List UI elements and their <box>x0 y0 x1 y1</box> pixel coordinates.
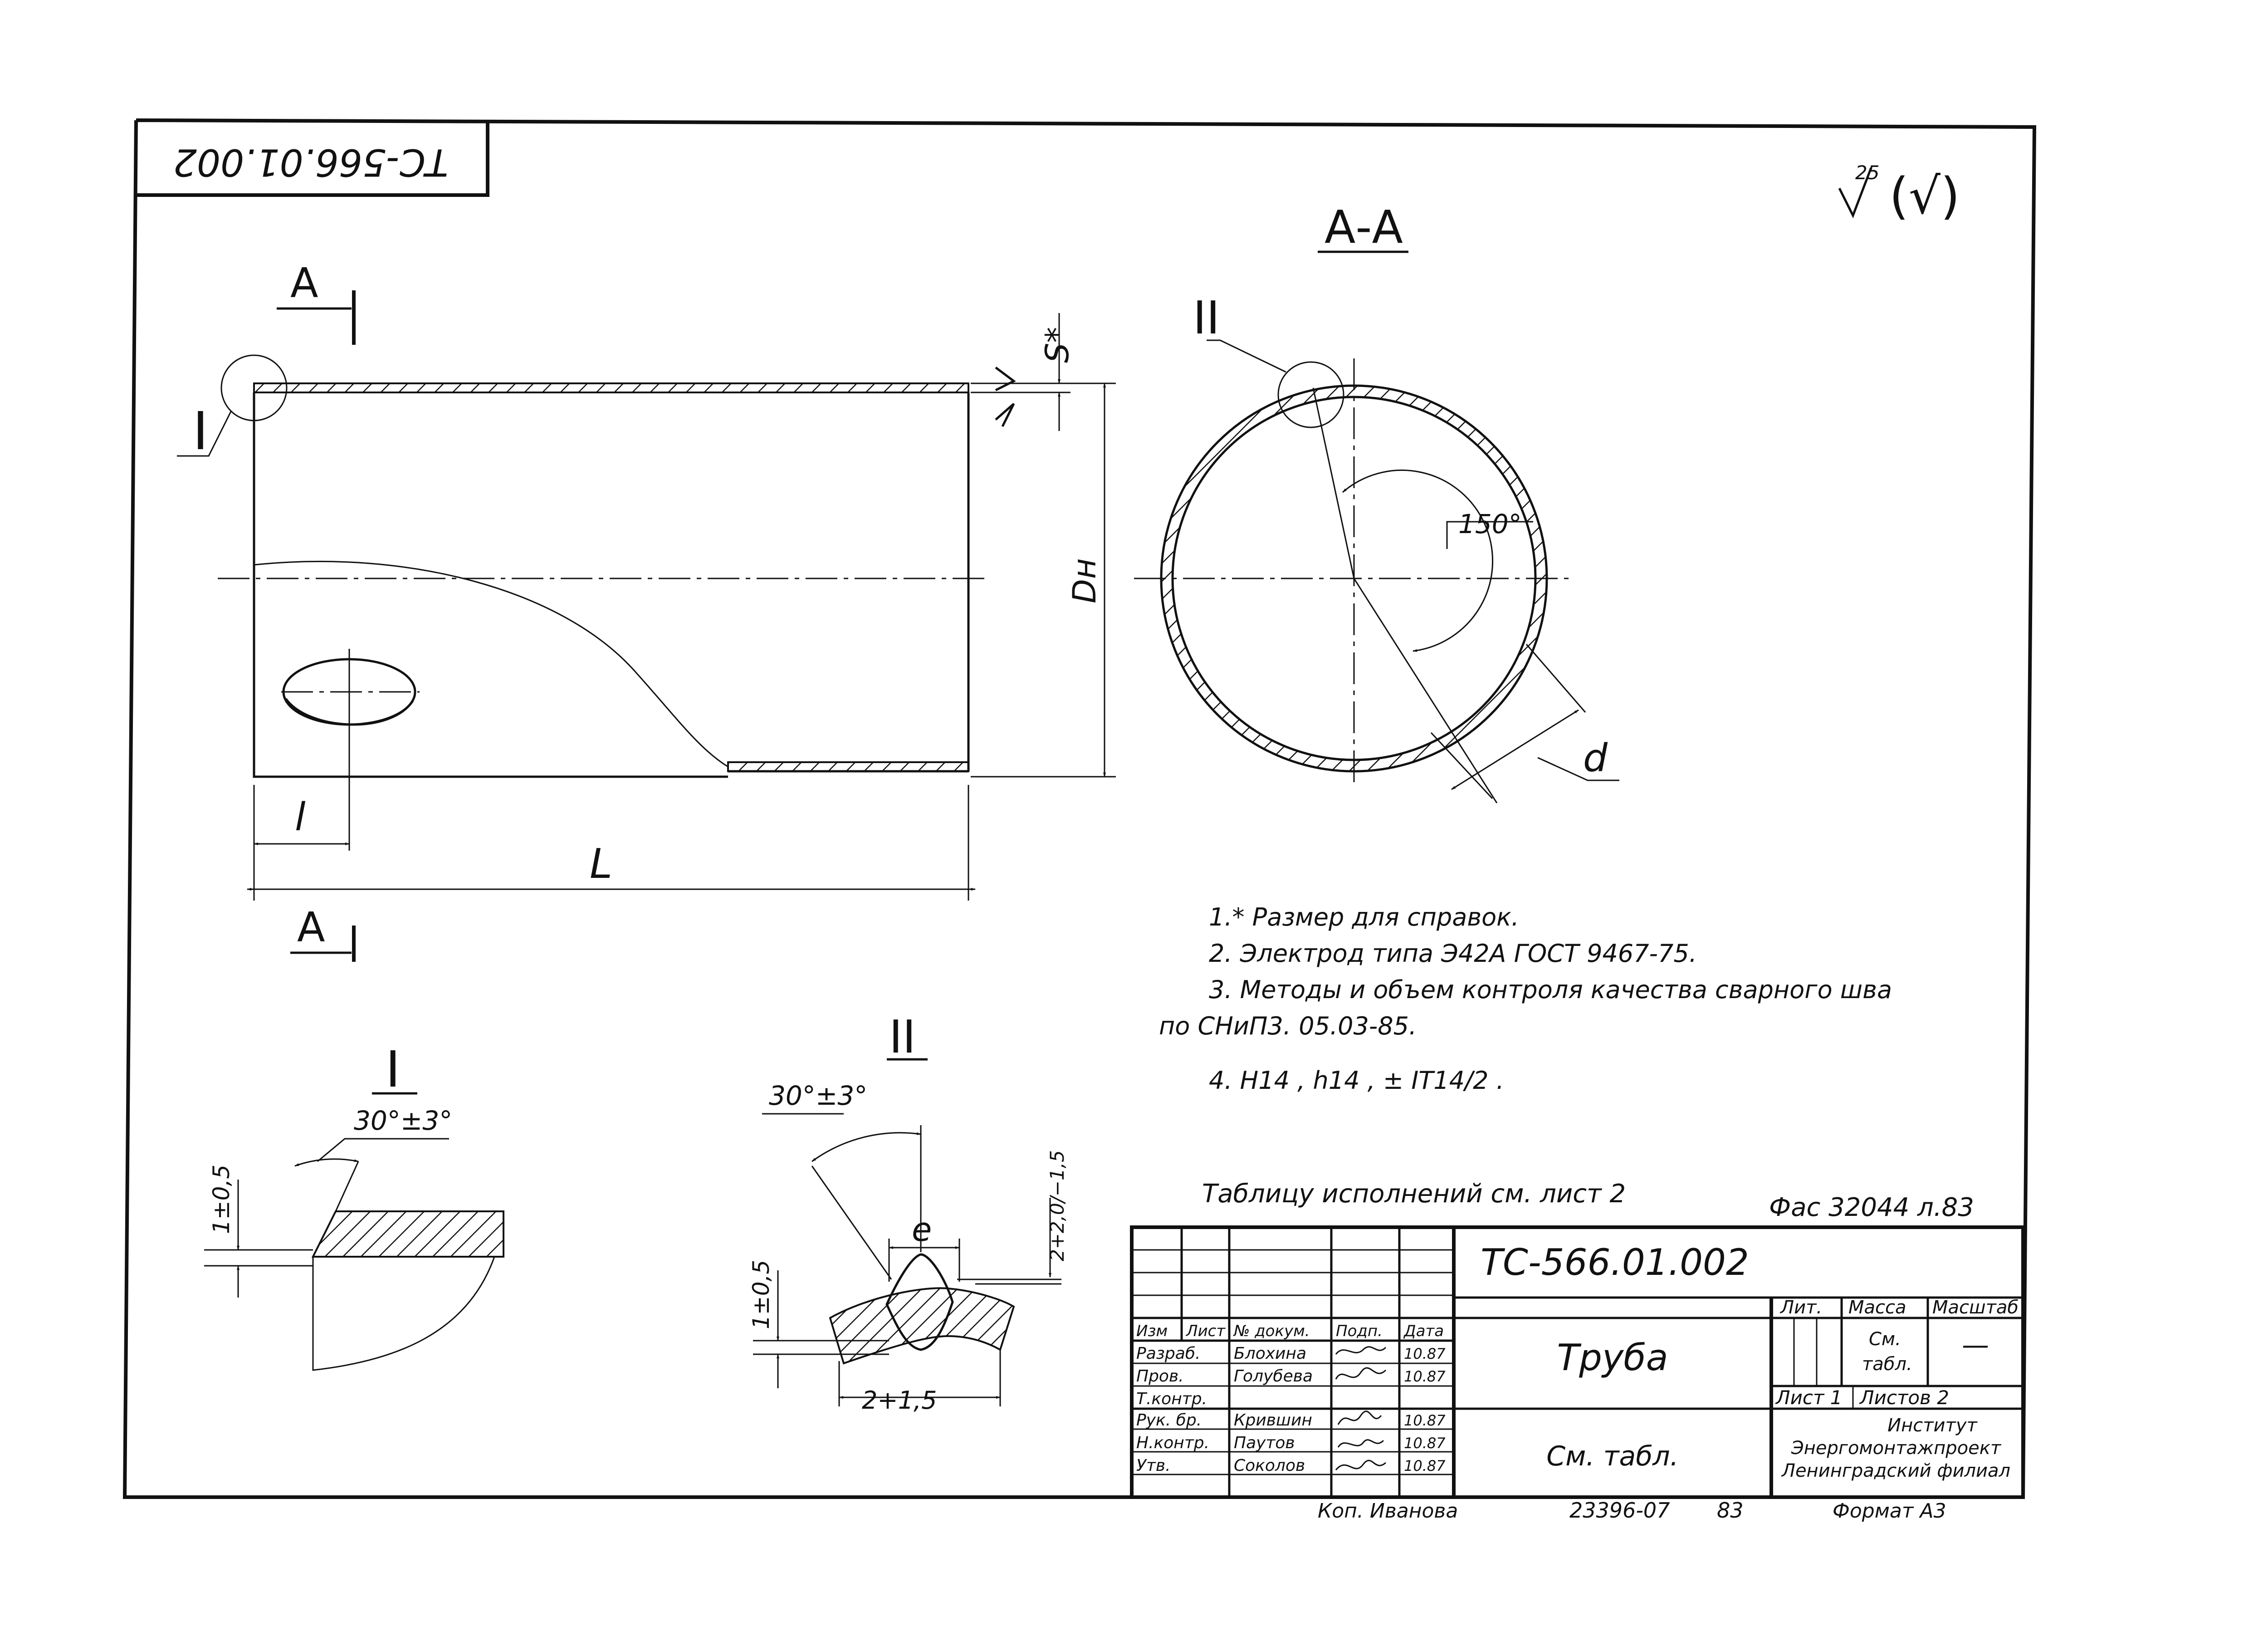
row-date-2: 10.87 <box>1404 1368 1446 1385</box>
signature-2 <box>1335 1367 1387 1380</box>
row-date-1: 10.87 <box>1404 1345 1446 1362</box>
title-block-code: ТС-566.01.002 <box>1481 1241 1749 1283</box>
row-role-1: Разраб. <box>1136 1344 1200 1363</box>
dim-root-2: 1±0,5 <box>748 1260 774 1329</box>
order-number: 23396-07 <box>1569 1498 1670 1523</box>
col-lit: Лит. <box>1779 1297 1822 1318</box>
section-mark-top: А <box>290 260 318 307</box>
row-role-5: Н.контр. <box>1136 1434 1209 1452</box>
org-line-3: Ленинградский филиал <box>1781 1460 2010 1481</box>
row-date-4: 10.87 <box>1404 1412 1446 1429</box>
note-1: 1.* Размер для справок. <box>1209 903 1519 931</box>
title-block: ТС-566.01.002 Труба См. табл. Лит. Масса… <box>1130 1225 2025 1499</box>
row-name-4: Крившин <box>1234 1411 1312 1430</box>
detail-mark-two-title: II <box>889 1010 916 1063</box>
section-mark-bottom: А <box>297 904 325 951</box>
notes: 1.* Размер для справок. 2. Электрод типа… <box>1159 903 1892 1095</box>
note-2: 2. Электрод типа Э42А ГОСТ 9467-75. <box>1209 939 1697 968</box>
dim-root-1: 1±0,5 <box>208 1165 235 1234</box>
section-title: А-А <box>1325 201 1403 254</box>
row-role-3: Т.контр. <box>1136 1390 1207 1408</box>
row-date-6: 10.87 <box>1404 1457 1446 1474</box>
dim-reinforcement: 2+2,0/−1,5 <box>1046 1150 1068 1261</box>
signature-6 <box>1335 1460 1386 1470</box>
section-view: А-А 150° II d <box>1134 201 1619 803</box>
row-role-4: Рук. бр. <box>1136 1411 1202 1430</box>
row-role-6: Утв. <box>1136 1456 1171 1475</box>
copied-by: Коп. Иванова <box>1318 1499 1458 1523</box>
header-sign: Подп. <box>1336 1322 1383 1340</box>
row-name-1: Блохина <box>1234 1344 1306 1363</box>
dim-bevel-2: 30°±3° <box>769 1080 867 1111</box>
org-line-2: Энергомонтажпроект <box>1791 1438 2002 1459</box>
col-mass: Масса <box>1848 1297 1906 1318</box>
dim-diameter: Dн <box>1066 558 1103 603</box>
note-4: 4. H14 , h14 , ± IT14/2 . <box>1209 1066 1504 1095</box>
header-date: Дата <box>1403 1322 1444 1340</box>
row-name-6: Соколов <box>1234 1456 1305 1475</box>
row-date-5: 10.87 <box>1404 1435 1446 1452</box>
row-name-2: Голубева <box>1234 1367 1313 1386</box>
dim-length-L: L <box>590 840 612 888</box>
inventory-reference: Фас 32044 л.83 <box>1769 1193 1974 1222</box>
row-name-5: Паутов <box>1234 1434 1295 1452</box>
header-list: Лист <box>1185 1322 1226 1340</box>
scale-value: — <box>1962 1329 1989 1361</box>
roughness-symbol: 25 (√) <box>1838 162 1960 225</box>
col-scale: Масштаб <box>1932 1297 2019 1318</box>
detail-mark-one-title: I <box>386 1040 400 1098</box>
note-3-cont: по СНиП3. 05.03-85. <box>1159 1012 1417 1040</box>
mass-value-1: См. <box>1869 1329 1901 1350</box>
rotated-stamp: ТС-566.01.002 <box>136 122 489 197</box>
dim-wall: S* <box>1039 327 1076 363</box>
pipe-main-view: I А А l L Dн S* <box>177 260 1116 962</box>
sheet-total: Листов 2 <box>1859 1386 1949 1409</box>
detail-two: II e 30°±3° 1±0,5 2+2,0/−1,5 2+1,5 <box>748 1010 1068 1415</box>
mass-value-2: табл. <box>1862 1354 1912 1375</box>
note-3: 3. Методы и объем контроля качества свар… <box>1209 975 1892 1004</box>
title-block-name: Труба <box>1557 1337 1668 1379</box>
org-line-1: Институт <box>1887 1415 1978 1436</box>
order-suffix: 83 <box>1717 1498 1744 1523</box>
signature-1 <box>1335 1346 1387 1355</box>
rotated-stamp-code: ТС-566.01.002 <box>173 141 448 184</box>
dim-gap-e: e <box>912 1210 932 1249</box>
dim-angle: 150° <box>1458 509 1522 539</box>
dim-width: 2+1,5 <box>862 1386 937 1415</box>
header-izm: Изм <box>1136 1322 1168 1340</box>
detail-one: I 1±0,5 30°±3° <box>204 1040 504 1371</box>
dim-bevel-1: 30°±3° <box>354 1105 452 1136</box>
dim-hole: d <box>1583 736 1608 781</box>
sheet-number: Лист 1 <box>1775 1386 1843 1409</box>
signature-4 <box>1337 1411 1382 1425</box>
table-reference: Таблицу исполнений см. лист 2 <box>1202 1179 1626 1209</box>
format-label: Формат А3 <box>1833 1499 1946 1523</box>
header-doc: № докум. <box>1233 1322 1310 1340</box>
roughness-value: 25 <box>1855 162 1879 184</box>
detail-mark-two-callout: II <box>1193 291 1220 344</box>
drawing-frame <box>122 118 2037 1499</box>
roughness-sub: (√) <box>1889 167 1960 225</box>
title-block-material: См. табл. <box>1546 1440 1678 1472</box>
signature-5 <box>1337 1439 1384 1448</box>
detail-mark-one: I <box>193 401 208 462</box>
row-role-2: Пров. <box>1136 1367 1184 1386</box>
dim-offset-l: l <box>295 795 306 840</box>
